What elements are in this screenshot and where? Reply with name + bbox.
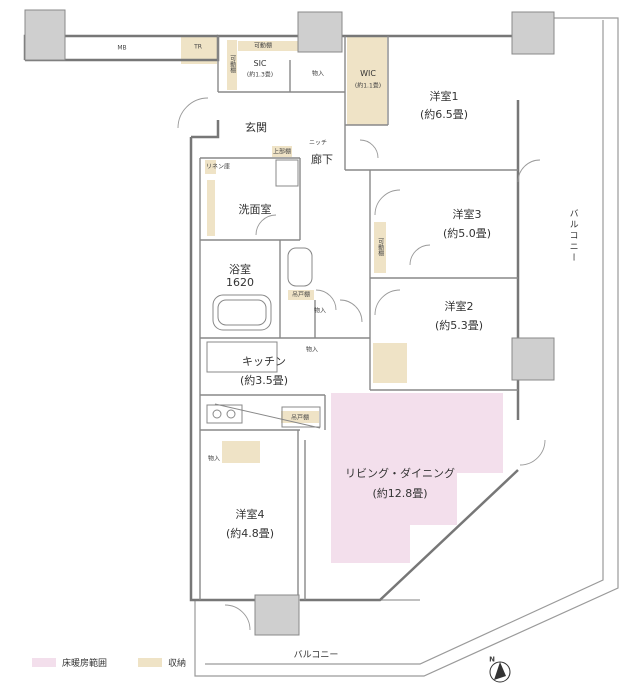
storage-label-a: 物入: [311, 70, 325, 78]
living-dining-label: リビング・ダイニング: [345, 467, 455, 481]
upper-shelf-label: 上部棚: [272, 148, 292, 156]
western-room-2-label: 洋室2: [444, 300, 474, 314]
western-room-4-area-label: (約4.8畳): [225, 527, 275, 541]
tr-label: TR: [194, 43, 202, 51]
wic-area-label: (約1.1畳): [354, 82, 382, 90]
north-label: N: [489, 655, 495, 664]
fixtures: [206, 159, 321, 429]
kitchen-label: キッチン: [242, 355, 286, 369]
legend-heating: 床暖房範囲: [32, 656, 108, 669]
niche-label: ニッチ: [308, 139, 328, 147]
corridor-label: 廊下: [311, 153, 333, 167]
mb-label: MB: [117, 44, 127, 52]
interior-walls: [199, 36, 518, 600]
storage-label-b: 物入: [313, 307, 327, 315]
movable-shelf-vertical-label: 可動棚: [228, 55, 236, 73]
storage-areas: [181, 36, 407, 463]
floor-heating-area: [331, 393, 503, 563]
sic-area-label: (約1.3畳): [246, 71, 274, 79]
balcony-south-label: バルコニー: [293, 650, 339, 661]
living-dining-area-label: (約12.8畳): [372, 487, 428, 501]
western-room-2-area-label: (約5.3畳): [434, 319, 484, 333]
linen-label: リネン庫: [205, 163, 231, 171]
western-room-4-label: 洋室4: [235, 508, 265, 522]
washroom-label: 洗面室: [238, 203, 272, 217]
sic-label: SIC: [253, 59, 267, 68]
hanging-cabinet-label-a: 吊戸棚: [291, 291, 311, 299]
western-room-3-label: 洋室3: [452, 208, 482, 222]
legend-heating-label: 床暖房範囲: [62, 658, 108, 669]
legend-heating-swatch: [32, 657, 56, 667]
hanging-cabinet-label-b: 吊戸棚: [290, 414, 310, 422]
western-room-1-label: 洋室1: [429, 90, 459, 104]
legend-storage-swatch: [138, 657, 162, 667]
legend-storage: 収納: [138, 656, 187, 669]
kitchen-area-label: (約3.5畳): [239, 374, 289, 388]
wic-label: WIC: [360, 69, 376, 78]
legend-storage-label: 収納: [168, 658, 187, 669]
western-room-1-area-label: (約6.5畳): [419, 108, 469, 122]
western-room-3-area-label: (約5.0畳): [442, 227, 492, 241]
movable-shelf-label: 可動棚: [253, 42, 273, 50]
storage-label-d: 物入: [207, 455, 221, 463]
movable-shelf-room3-label: 可動棚: [376, 238, 384, 256]
door-swings: [177, 97, 546, 631]
balcony-east-label: バルコニー: [567, 208, 578, 264]
north-arrow: [489, 661, 511, 683]
genkan-label: 玄関: [245, 121, 267, 135]
bathroom-label: 浴室: [229, 263, 251, 277]
storage-label-c: 物入: [305, 346, 319, 354]
structural-columns: [24, 9, 555, 636]
bathroom-size-label: 1620: [226, 276, 254, 290]
